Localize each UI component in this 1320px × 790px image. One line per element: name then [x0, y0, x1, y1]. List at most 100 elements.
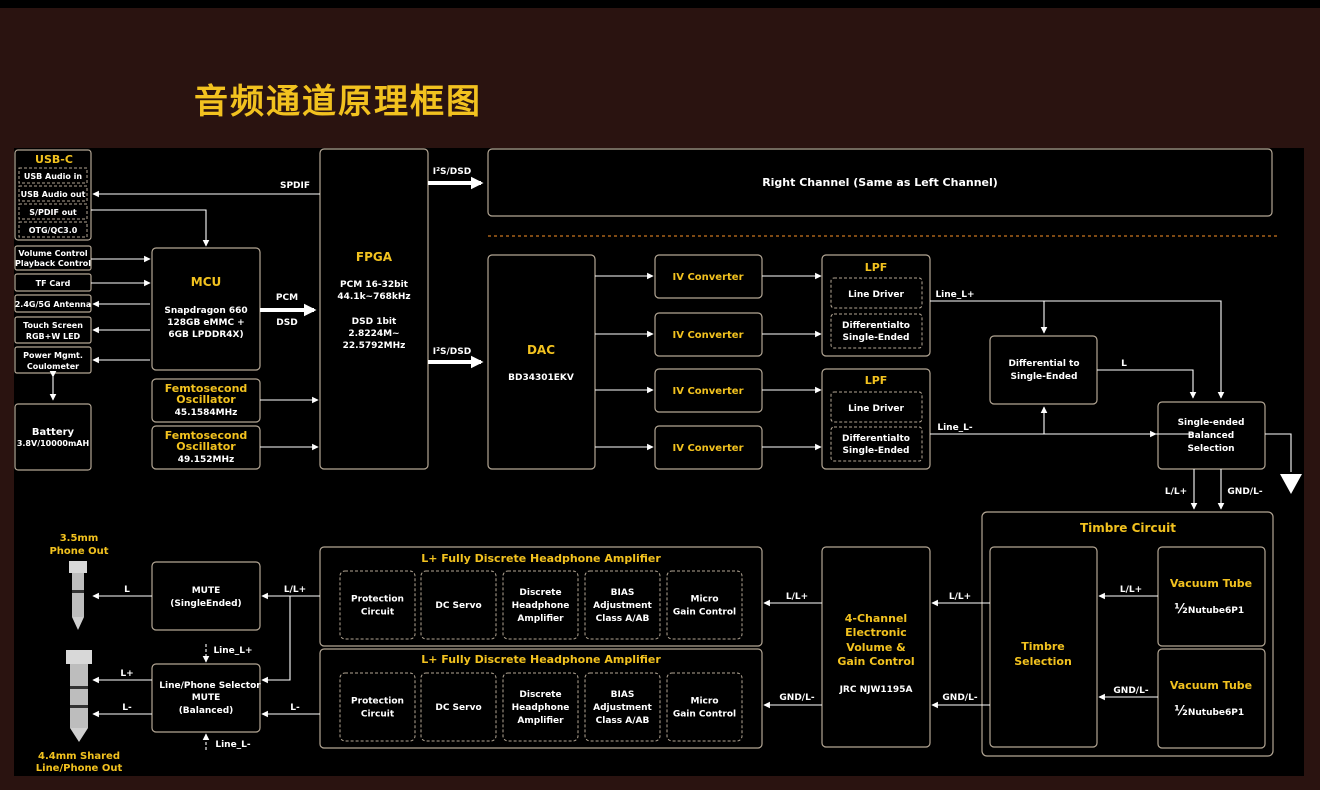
- jack-44mm: 4.4mm Shared Line/Phone Out: [36, 650, 123, 774]
- l-label-1: L: [1121, 359, 1127, 369]
- dac-block: DAC BD34301EKV: [487, 254, 596, 470]
- svg-text:Nutube6P1: Nutube6P1: [1188, 606, 1244, 616]
- tube-title-1: Vacuum Tube: [1170, 577, 1252, 590]
- amp-cell-label: Gain Control: [673, 608, 736, 618]
- svg-text:Electronic: Electronic: [845, 626, 907, 639]
- svg-text:L+ Fully Discrete Headphone Am: L+ Fully Discrete Headphone Amplifier: [421, 552, 661, 565]
- oscillator-1: Femtosecond Oscillator 45.1584MHz: [151, 378, 261, 423]
- fpga-block: FPGA PCM 16-32bit 44.1k~768kHz DSD 1bit …: [319, 148, 429, 470]
- svg-text:Balanced: Balanced: [1188, 431, 1234, 441]
- svg-text:Line Driver: Line Driver: [848, 404, 904, 414]
- left-connections: SPDIF PCM DSD: [49, 181, 320, 451]
- mcu-block: MCU Snapdragon 660 128GB eMMC + 6GB LPDD…: [151, 247, 261, 371]
- svg-text:Snapdragon 660: Snapdragon 660: [164, 306, 247, 316]
- amp-cell-label: Protection: [351, 697, 404, 707]
- amp-cell-label: Micro: [691, 697, 719, 707]
- svg-text:GND/L-: GND/L-: [1113, 686, 1148, 696]
- svg-text:JRC NJW1195A: JRC NJW1195A: [839, 685, 913, 695]
- svg-text:Line_L-: Line_L-: [215, 740, 251, 750]
- jack-35mm: 3.5mm Phone Out: [49, 533, 109, 630]
- antenna-label: 2.4G/5G Antenna: [15, 300, 92, 309]
- iv-converter-4: IV Converter: [673, 443, 744, 454]
- amp-cell: [584, 672, 661, 742]
- timbre-circuit: Timbre Circuit Timbre Selection Vacuum T…: [981, 511, 1274, 757]
- amp-cell: [339, 570, 416, 640]
- svg-text:GND/L-: GND/L-: [942, 693, 977, 703]
- fpga-title: FPGA: [356, 250, 393, 264]
- spdif-label: SPDIF: [280, 181, 310, 191]
- svg-text:Gain Control: Gain Control: [837, 655, 914, 668]
- i2s-label-top: I²S/DSD: [433, 167, 471, 177]
- svg-text:(Balanced): (Balanced): [179, 706, 234, 716]
- otg-qc: OTG/QC3.0: [29, 226, 78, 235]
- amp-cell-label: Discrete: [519, 588, 561, 598]
- lpf-bottom: LPF Line Driver Differentialto Single-En…: [821, 368, 931, 470]
- svg-text:½: ½: [1174, 704, 1187, 719]
- diff-to-single-block: Differential to Single-Ended: [989, 335, 1098, 405]
- led-label: RGB+W LED: [26, 332, 81, 341]
- dsd-label: DSD: [276, 318, 297, 328]
- svg-text:3.5mm: 3.5mm: [60, 533, 99, 544]
- usb-c-block: USB-C USB Audio in USB Audio out S/PDIF …: [14, 149, 92, 241]
- amp-cell: [666, 570, 743, 640]
- timbre-title: Timbre Circuit: [1080, 521, 1176, 535]
- iv-converter-2: IV Converter: [673, 330, 744, 341]
- svg-text:Single-Ended: Single-Ended: [843, 446, 910, 456]
- svg-text:Line/Phone Out: Line/Phone Out: [36, 763, 123, 774]
- touch-screen-label: Touch Screen: [23, 321, 83, 330]
- svg-text:45.1584MHz: 45.1584MHz: [175, 408, 238, 418]
- balanced-selection-block: Single-ended Balanced Selection: [1157, 401, 1266, 470]
- svg-text:MUTE: MUTE: [192, 693, 221, 703]
- amp-cell-label: Gain Control: [673, 710, 736, 720]
- gndl-label-sel: GND/L-: [1227, 487, 1262, 497]
- amp-cell-label: Circuit: [361, 608, 395, 618]
- amp-cell: [420, 672, 497, 742]
- svg-text:Oscillator: Oscillator: [176, 393, 236, 406]
- amp-cell: [502, 570, 579, 640]
- amp-cell-label: Protection: [351, 595, 404, 605]
- spdif-out: S/PDIF out: [29, 208, 77, 217]
- amp-cell-label: BIAS: [611, 690, 635, 700]
- svg-text:DSD 1bit: DSD 1bit: [352, 317, 397, 327]
- svg-text:L+: L+: [120, 669, 133, 679]
- amp-cell: [584, 570, 661, 640]
- i2s-label-bottom: I²S/DSD: [433, 347, 471, 357]
- amp-cell: [666, 672, 743, 742]
- right-channel-block: Right Channel (Same as Left Channel): [487, 148, 1278, 237]
- llp-label-sel: L/L+: [1165, 487, 1187, 497]
- svg-text:MUTE: MUTE: [192, 586, 221, 596]
- left-peripherals: Volume Control Playback Control TF Card …: [14, 245, 92, 471]
- svg-text:Nutube6P1: Nutube6P1: [1188, 708, 1244, 718]
- svg-text:22.5792MHz: 22.5792MHz: [343, 341, 406, 351]
- battery-spec: 3.8V/10000mAH: [17, 439, 89, 448]
- playback-control-label: Playback Control: [15, 259, 91, 268]
- power-mgmt-label: Power Mgmt.: [23, 351, 83, 360]
- usb-audio-out: USB Audio out: [21, 190, 86, 199]
- svg-text:Selection: Selection: [1014, 655, 1072, 668]
- svg-text:49.152MHz: 49.152MHz: [178, 455, 234, 465]
- svg-text:Line/Phone Selector: Line/Phone Selector: [159, 681, 261, 691]
- svg-text:Volume &: Volume &: [846, 641, 906, 654]
- svg-text:GND/L-: GND/L-: [779, 693, 814, 703]
- amp-cell-label: Adjustment: [593, 601, 652, 611]
- svg-text:L/L+: L/L+: [949, 592, 971, 602]
- svg-text:Phone Out: Phone Out: [49, 546, 108, 557]
- oscillator-2: Femtosecond Oscillator 49.152MHz: [151, 425, 261, 470]
- svg-text:LPF: LPF: [865, 261, 888, 274]
- svg-text:4.4mm Shared: 4.4mm Shared: [38, 751, 120, 762]
- amp-cell-label: DC Servo: [435, 601, 481, 611]
- svg-text:4-Channel: 4-Channel: [845, 612, 907, 625]
- amp-cell: [339, 672, 416, 742]
- line-lp-label: Line_L+: [935, 290, 974, 300]
- svg-text:Differentialto: Differentialto: [842, 321, 910, 331]
- svg-text:L-: L-: [290, 703, 300, 713]
- amp-cell-label: Discrete: [519, 690, 561, 700]
- amp-cell-label: Adjustment: [593, 703, 652, 713]
- amp-cell-label: Headphone: [512, 703, 570, 713]
- svg-text:(SingleEnded): (SingleEnded): [170, 599, 241, 609]
- svg-text:Femtosecond: Femtosecond: [165, 429, 248, 442]
- svg-text:Differential to: Differential to: [1008, 359, 1079, 369]
- svg-text:Femtosecond: Femtosecond: [165, 382, 248, 395]
- svg-text:L: L: [124, 585, 130, 595]
- battery-title: Battery: [32, 427, 75, 438]
